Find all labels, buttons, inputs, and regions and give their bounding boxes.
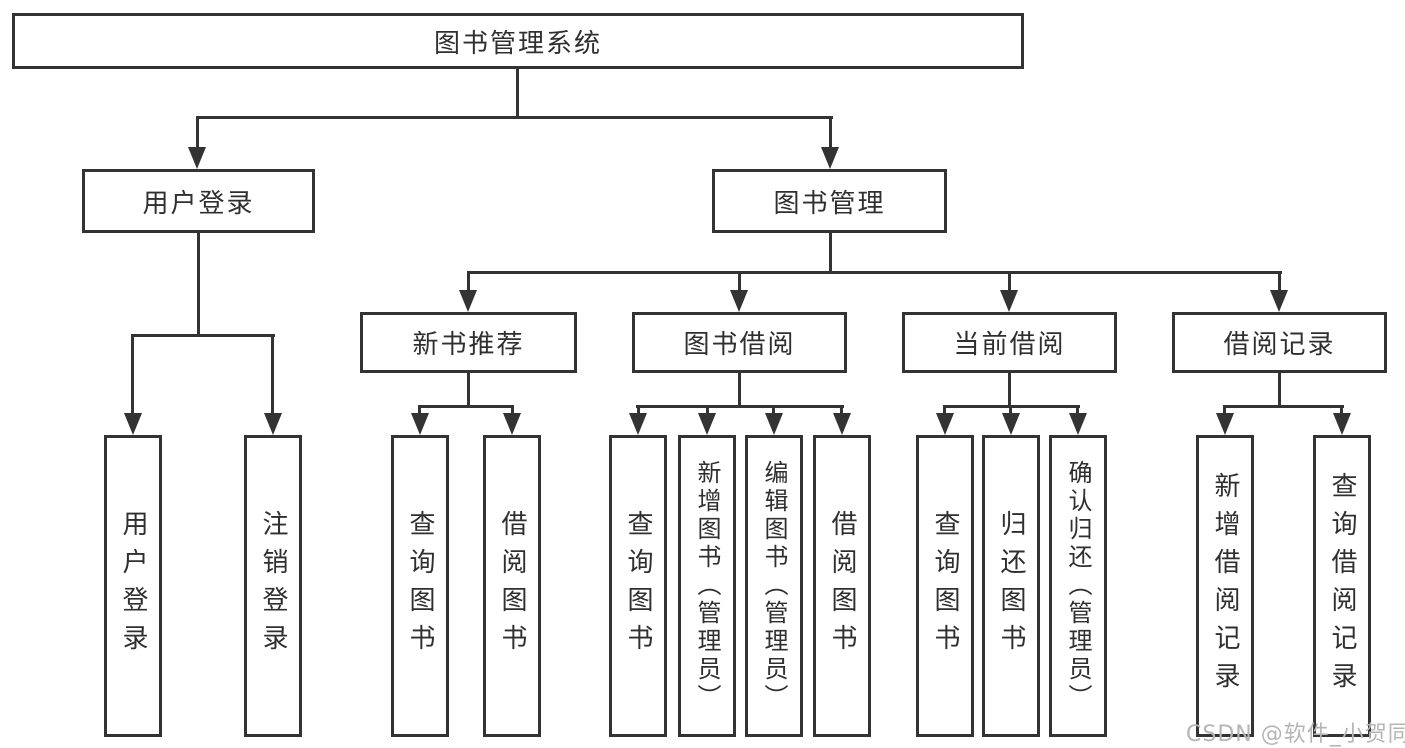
- connector-borrowing-rail: [636, 405, 844, 408]
- connector-records-drop-1: [1223, 405, 1226, 417]
- node-library-management-system: 图书管理系统: [12, 13, 1024, 69]
- node-label: 图书管理: [773, 188, 886, 219]
- connector-current-drop-2: [1009, 405, 1012, 417]
- arrowhead-down-icon: [1270, 290, 1288, 312]
- connector-userlogin-drop-2: [271, 334, 274, 416]
- leaf-label: 查询图书: [930, 510, 960, 662]
- leaf-borrowing-query-books: 查询图书: [609, 435, 667, 737]
- node-new-book-recommendation: 新书推荐: [360, 312, 577, 373]
- connector-recommend-stem: [467, 373, 470, 407]
- connector-root-stem: [516, 67, 519, 119]
- connector-bookmgmt-stem: [829, 231, 832, 273]
- connector-records-rail: [1223, 405, 1344, 408]
- leaf-recommend-borrow-books: 借阅图书: [483, 435, 541, 737]
- arrowhead-down-icon: [1000, 290, 1018, 312]
- leaf-label: 新增图书（管理员）: [693, 460, 721, 712]
- leaf-label: 查询借阅记录: [1327, 472, 1357, 700]
- arrowhead-down-icon: [730, 290, 748, 312]
- leaf-label: 查询图书: [623, 510, 653, 662]
- arrowhead-down-icon: [936, 413, 954, 435]
- connector-current-drop-3: [1076, 405, 1079, 417]
- node-label: 新书推荐: [412, 330, 525, 360]
- connector-recommend-drop-1: [418, 405, 421, 417]
- connector-current-drop-1: [943, 405, 946, 417]
- node-book-borrowing: 图书借阅: [632, 312, 847, 373]
- leaf-label: 借阅图书: [497, 510, 527, 662]
- arrowhead-down-icon: [1333, 413, 1351, 435]
- connector-borrowing-drop-2: [706, 405, 709, 417]
- leaf-label: 归还图书: [996, 510, 1026, 662]
- node-book-management: 图书管理: [712, 169, 947, 233]
- csdn-watermark: CSDN @软件_小贺同学: [1186, 722, 1405, 747]
- arrowhead-down-icon: [833, 413, 851, 435]
- arrowhead-down-icon: [698, 413, 716, 435]
- leaf-borrowing-edit-books-admin: 编辑图书（管理员）: [745, 435, 803, 737]
- connector-root-drop-left: [196, 116, 199, 149]
- connector-records-stem: [1278, 373, 1281, 407]
- leaf-current-confirm-return-admin: 确认归还（管理员）: [1049, 435, 1107, 737]
- connector-bookmgmt-drop-4: [1278, 271, 1281, 292]
- connector-bookmgmt-drop-3: [1008, 271, 1011, 292]
- connector-borrowing-drop-1: [637, 405, 640, 417]
- connector-userlogin-drop-1: [131, 334, 134, 416]
- node-label: 用户登录: [142, 188, 255, 219]
- connector-root-rail: [196, 116, 833, 119]
- connector-bookmgmt-drop-2: [738, 271, 741, 292]
- arrowhead-down-icon: [1216, 413, 1234, 435]
- arrowhead-down-icon: [1069, 413, 1087, 435]
- node-label: 借阅记录: [1223, 330, 1336, 360]
- node-label: 图书借阅: [683, 330, 796, 360]
- connector-borrowing-stem: [738, 373, 741, 407]
- connector-userlogin-stem: [197, 231, 200, 337]
- leaf-current-query-books: 查询图书: [916, 435, 974, 737]
- leaf-label: 确认归还（管理员）: [1064, 460, 1092, 712]
- connector-borrowing-drop-4: [840, 405, 843, 417]
- leaf-user-login: 用户登录: [104, 435, 162, 737]
- leaf-label: 用户登录: [118, 510, 148, 662]
- leaf-records-query-record: 查询借阅记录: [1313, 435, 1371, 737]
- connector-root-drop-right: [829, 116, 832, 149]
- leaf-label: 查询图书: [405, 510, 435, 662]
- arrowhead-down-icon: [1002, 413, 1020, 435]
- leaf-label: 注销登录: [258, 510, 288, 662]
- arrowhead-down-icon: [188, 147, 206, 169]
- arrowhead-down-icon: [459, 290, 477, 312]
- connector-current-stem: [1008, 373, 1011, 407]
- node-borrowing-records: 借阅记录: [1172, 312, 1387, 373]
- node-label: 图书管理系统: [433, 28, 602, 59]
- node-user-login: 用户登录: [82, 169, 315, 233]
- node-label: 当前借阅: [953, 330, 1066, 360]
- leaf-recommend-query-books: 查询图书: [391, 435, 449, 737]
- connector-bookmgmt-rail: [467, 271, 1282, 274]
- leaf-label: 借阅图书: [827, 510, 857, 662]
- arrowhead-down-icon: [264, 413, 282, 435]
- arrowhead-down-icon: [503, 413, 521, 435]
- connector-recommend-drop-2: [511, 405, 514, 417]
- connector-borrowing-drop-3: [772, 405, 775, 417]
- leaf-logout: 注销登录: [244, 435, 302, 737]
- arrowhead-down-icon: [765, 413, 783, 435]
- node-current-borrowing: 当前借阅: [902, 312, 1117, 373]
- leaf-borrowing-add-books-admin: 新增图书（管理员）: [678, 435, 736, 737]
- leaf-current-return-books: 归还图书: [982, 435, 1040, 737]
- arrowhead-down-icon: [124, 413, 142, 435]
- leaf-borrowing-borrow-books: 借阅图书: [813, 435, 871, 737]
- leaf-label: 编辑图书（管理员）: [760, 460, 788, 712]
- arrowhead-down-icon: [411, 413, 429, 435]
- connector-records-drop-2: [1340, 405, 1343, 417]
- connector-userlogin-rail: [131, 334, 275, 337]
- leaf-label: 新增借阅记录: [1210, 472, 1240, 700]
- arrowhead-down-icon: [821, 147, 839, 169]
- connector-bookmgmt-drop-1: [467, 271, 470, 292]
- leaf-records-add-record: 新增借阅记录: [1196, 435, 1254, 737]
- arrowhead-down-icon: [629, 413, 647, 435]
- connector-recommend-rail: [418, 405, 514, 408]
